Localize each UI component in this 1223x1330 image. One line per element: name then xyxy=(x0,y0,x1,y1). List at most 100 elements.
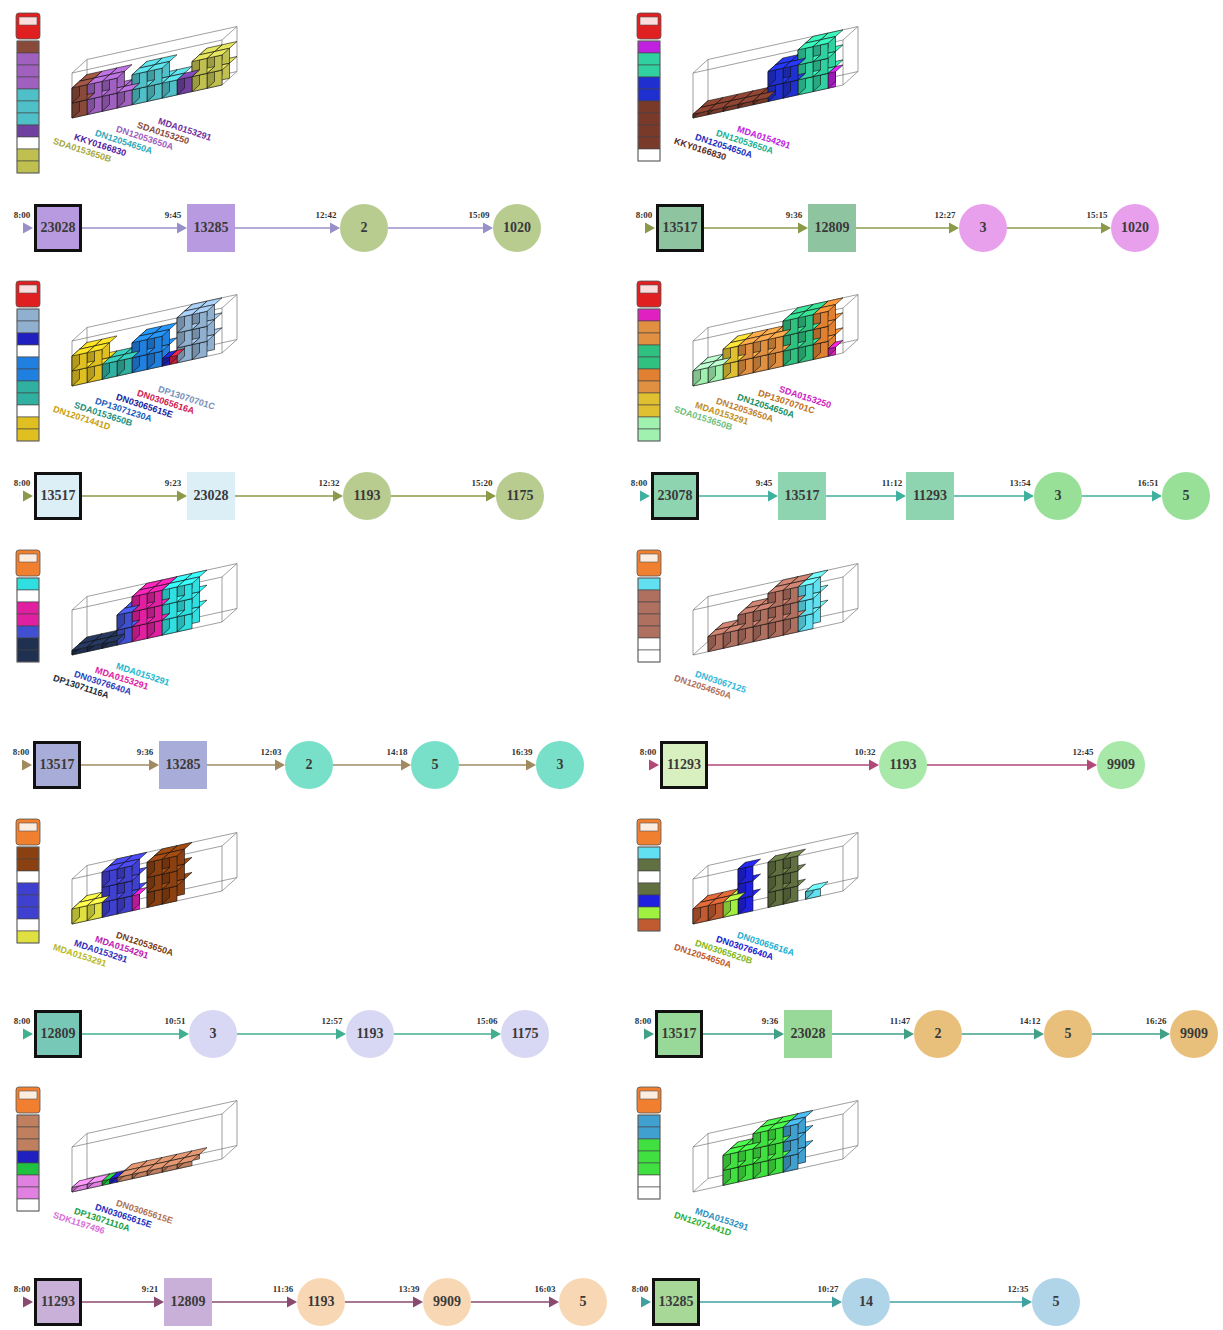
container-frame xyxy=(72,1114,222,1147)
arrival-time: 12:45 xyxy=(1073,747,1094,757)
cargo-box xyxy=(72,640,95,650)
stop-circle: 1175 xyxy=(496,472,544,520)
stop-circle: 2 xyxy=(340,204,388,252)
arrival-time: 11:12 xyxy=(882,478,903,488)
arrow-head xyxy=(177,223,187,234)
cargo-box xyxy=(132,587,155,597)
load-cell xyxy=(17,919,39,931)
load-cell xyxy=(638,357,660,369)
load-cell xyxy=(638,907,660,919)
cargo-box xyxy=(132,333,155,343)
container-frame xyxy=(222,577,223,622)
load-cell xyxy=(17,859,39,871)
route-connector xyxy=(394,1029,501,1040)
start-time: 8:00 xyxy=(632,1284,649,1294)
stop-square: 12809 xyxy=(34,1010,82,1058)
container-frame xyxy=(237,27,238,72)
load-cell xyxy=(17,137,39,149)
stop-circle: 5 xyxy=(1032,1278,1080,1326)
container-frame xyxy=(72,1134,87,1148)
route-line xyxy=(826,495,898,497)
cargo-box xyxy=(768,583,791,593)
route-connector xyxy=(333,760,411,771)
container-frame xyxy=(843,27,858,41)
arrival-time: 14:12 xyxy=(1020,1016,1041,1026)
route-connector xyxy=(699,491,778,502)
container-frame xyxy=(72,610,73,655)
stop-id: 3 xyxy=(980,220,987,236)
load-cell xyxy=(17,393,39,405)
load-cell xyxy=(638,614,660,626)
stop-circle: 2 xyxy=(285,741,333,789)
arrival-time: 16:26 xyxy=(1146,1016,1167,1026)
cargo-box xyxy=(738,605,761,615)
container-frame xyxy=(222,340,237,354)
route-connector xyxy=(890,1297,1032,1308)
stop-square: 13517 xyxy=(655,1010,703,1058)
cargo-box xyxy=(828,340,843,348)
load-cell xyxy=(17,614,39,626)
start-time: 8:00 xyxy=(14,478,31,488)
stop-id: 2 xyxy=(361,220,368,236)
route-connector xyxy=(82,491,187,502)
container-frame xyxy=(693,1147,694,1192)
load-cell xyxy=(638,53,660,65)
load-cell xyxy=(17,41,39,53)
arrival-time: 9:36 xyxy=(786,210,803,220)
route-connector xyxy=(1082,491,1162,502)
container-frame xyxy=(843,308,844,353)
stop-id: 3 xyxy=(557,757,564,773)
start-arrow xyxy=(645,223,655,234)
load-cell xyxy=(17,1163,39,1175)
load-cell xyxy=(17,161,39,173)
load-cell xyxy=(638,1139,660,1151)
load-cell xyxy=(17,345,39,357)
route-connector xyxy=(82,223,187,234)
load-cell xyxy=(638,41,660,53)
trailer-outline xyxy=(638,847,660,931)
route-line xyxy=(459,764,528,766)
cargo-box xyxy=(693,104,716,114)
route-connector xyxy=(471,1297,559,1308)
truck-cab xyxy=(16,281,40,307)
load-cell xyxy=(638,345,660,357)
container-frame xyxy=(843,1101,858,1115)
arrow-head xyxy=(287,1297,297,1308)
load-illustration xyxy=(637,281,858,441)
route-connector xyxy=(856,223,959,234)
stop-circle: 3 xyxy=(1034,472,1082,520)
stop-square: 23028 xyxy=(187,472,235,520)
arrival-time: 10:32 xyxy=(855,747,876,757)
start-arrow xyxy=(641,1297,651,1308)
route-line xyxy=(856,227,951,229)
cab-window xyxy=(19,17,37,25)
container-frame xyxy=(708,597,709,642)
container-frame xyxy=(843,1114,844,1159)
load-cell xyxy=(17,381,39,393)
route-line xyxy=(394,1033,493,1035)
route-line xyxy=(704,227,800,229)
container-frame xyxy=(843,40,844,85)
container-frame xyxy=(222,1114,223,1159)
stop-id: 1193 xyxy=(307,1294,334,1310)
load-cell xyxy=(17,405,39,417)
truck-cab xyxy=(16,13,40,39)
arrow-head xyxy=(774,1029,784,1040)
cargo-box xyxy=(72,899,95,909)
container-frame xyxy=(222,1146,237,1160)
container-frame xyxy=(858,564,859,609)
container-frame xyxy=(87,1134,88,1179)
load-cell xyxy=(17,89,39,101)
load-cell xyxy=(17,65,39,77)
arrow-head xyxy=(491,1029,501,1040)
route-connector xyxy=(82,1297,164,1308)
load-cell xyxy=(638,626,660,638)
start-arrow xyxy=(23,1297,33,1308)
route-line xyxy=(237,1033,338,1035)
trailer-outline xyxy=(638,578,660,662)
route-connector xyxy=(927,760,1097,771)
load-cell xyxy=(17,357,39,369)
container-frame xyxy=(843,72,858,86)
cargo-box xyxy=(102,862,125,872)
container-frame xyxy=(72,60,87,74)
